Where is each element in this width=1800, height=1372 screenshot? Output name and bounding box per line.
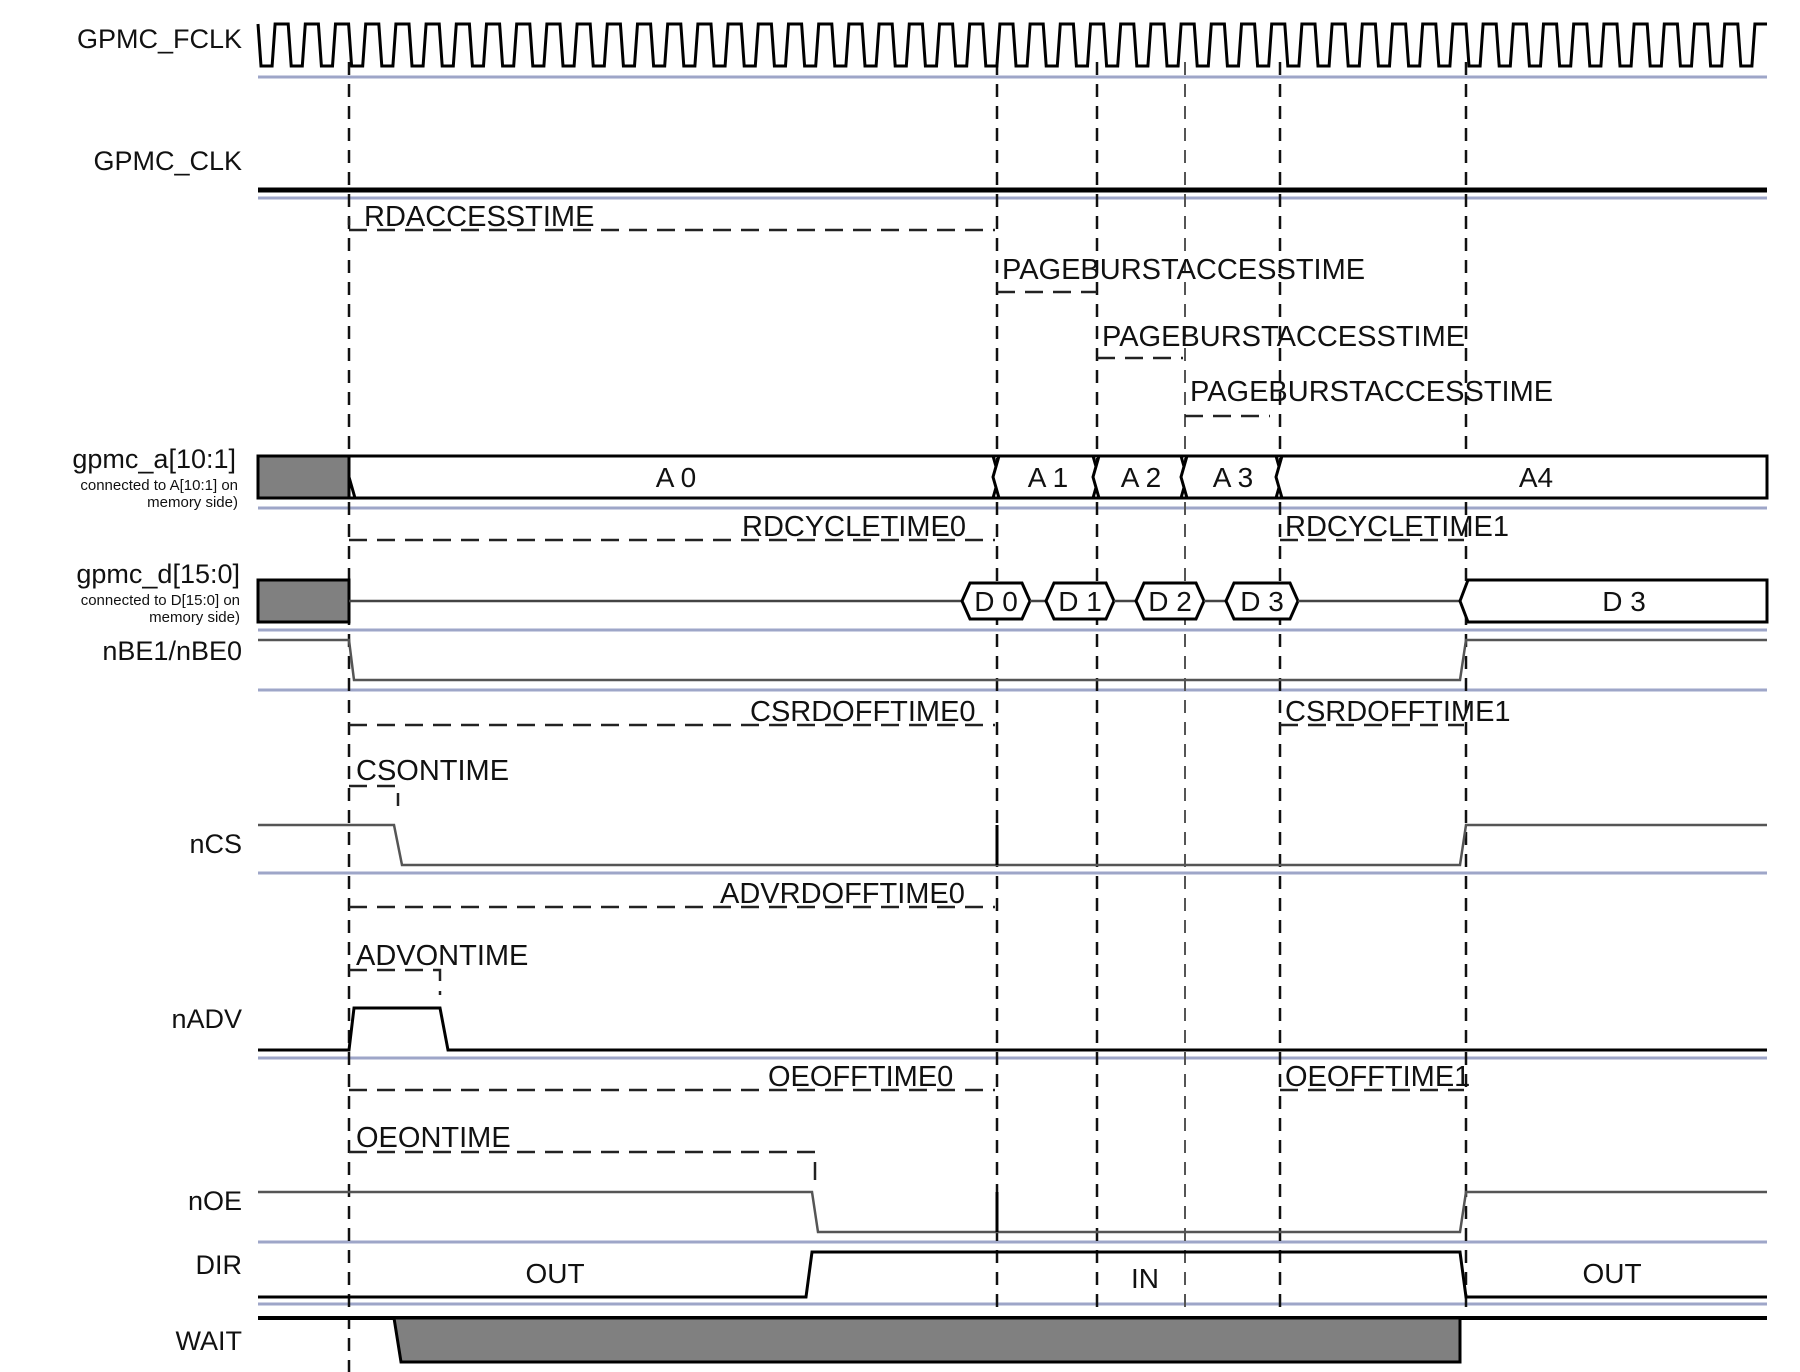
wait-wave — [258, 1316, 1767, 1364]
label-gpmc-d-note1: connected to D[15:0] on — [81, 592, 240, 609]
param-advrdofftime0: ADVRDOFFTIME0 — [720, 878, 965, 910]
param-rdcycletime0: RDCYCLETIME0 — [742, 511, 966, 543]
addr-a4: A4 — [1519, 462, 1553, 493]
gpmc-a-bus: A 0 A 1 A 2 A 3 A4 — [256, 454, 1769, 500]
addr-a2: A 2 — [1121, 462, 1161, 493]
label-gpmc-a: gpmc_a[10:1] — [72, 444, 236, 474]
data-d3-hold: D 3 — [1602, 586, 1646, 617]
param-pageburst-2: PAGEBURSTACCESSTIME — [1102, 321, 1465, 353]
data-d0: D 0 — [974, 586, 1018, 617]
nadv-wave — [258, 1006, 1767, 1052]
label-ncs: nCS — [189, 829, 242, 859]
label-gpmc-d: gpmc_d[15:0] — [76, 559, 240, 589]
label-gpmc-a-note1: connected to A[10:1] on — [80, 477, 238, 494]
param-advontime: ADVONTIME — [356, 940, 528, 972]
param-pageburst-3: PAGEBURSTACCESSTIME — [1190, 376, 1553, 408]
gpmc-fclk-wave — [256, 22, 1767, 68]
dir-out-1: OUT — [525, 1258, 584, 1289]
ncs-wave — [258, 823, 1767, 867]
dir-out-2: OUT — [1582, 1258, 1641, 1289]
data-d2: D 2 — [1148, 586, 1192, 617]
label-gpmc-a-note2: memory side) — [147, 494, 238, 511]
param-csrdofftime0: CSRDOFFTIME0 — [750, 696, 976, 728]
param-rdaccesstime: RDACCESSTIME — [364, 201, 594, 233]
label-wait: WAIT — [176, 1326, 243, 1356]
param-rdcycletime1: RDCYCLETIME1 — [1285, 511, 1509, 543]
label-gpmc-d-note2: memory side) — [149, 609, 240, 626]
addr-a1: A 1 — [1028, 462, 1068, 493]
data-d1: D 1 — [1058, 586, 1102, 617]
timing-markers — [347, 62, 1468, 1372]
param-oeofftime0: OEOFFTIME0 — [768, 1061, 953, 1093]
label-nbe: nBE1/nBE0 — [102, 636, 242, 666]
dir-wave — [258, 1250, 1767, 1299]
nbe-wave — [258, 638, 1767, 682]
label-noe: nOE — [188, 1186, 242, 1216]
param-pageburst-1: PAGEBURSTACCESSTIME — [1002, 254, 1365, 286]
label-gpmc-fclk: GPMC_FCLK — [77, 24, 242, 54]
dir-in: IN — [1131, 1263, 1159, 1294]
label-gpmc-clk: GPMC_CLK — [93, 146, 242, 176]
param-oeofftime1: OEOFFTIME1 — [1285, 1061, 1470, 1093]
label-nadv: nADV — [171, 1004, 242, 1034]
addr-a0: A 0 — [656, 462, 696, 493]
timing-parameters: RDACCESSTIME PAGEBURSTACCESSTIME PAGEBUR… — [347, 201, 1553, 1180]
row-separators — [258, 75, 1767, 1306]
addr-a3: A 3 — [1213, 462, 1253, 493]
param-csrdofftime1: CSRDOFFTIME1 — [1285, 696, 1511, 728]
param-oeontime: OEONTIME — [356, 1122, 511, 1154]
signal-labels: GPMC_FCLK GPMC_CLK gpmc_a[10:1] connecte… — [72, 24, 242, 1356]
data-d3: D 3 — [1240, 586, 1284, 617]
gpmc-d-bus: D 0 D 1 D 2 D 3 D 3 — [256, 578, 1769, 624]
noe-wave — [258, 1190, 1767, 1234]
param-csontime: CSONTIME — [356, 755, 509, 787]
label-dir: DIR — [196, 1250, 243, 1280]
